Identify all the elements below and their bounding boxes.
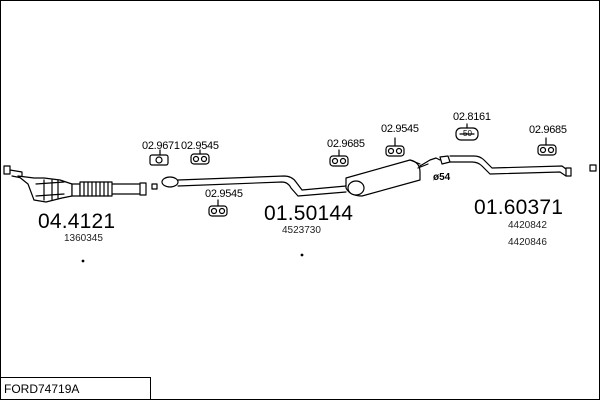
catalytic-converter-icon [17, 175, 81, 203]
part-number-label: 02.9685 [529, 124, 567, 136]
middle-ref-number: 4523730 [282, 225, 321, 236]
part-number-label: 02.9545 [381, 123, 419, 135]
rear-ref-number: 4420842 [508, 220, 547, 231]
middle-pipe-icon [161, 175, 347, 197]
flex-pipe-icon [79, 181, 147, 197]
rubber-mount-5-icon [537, 144, 557, 156]
rubber-mount-2-icon [208, 205, 228, 217]
part-number-label: 02.8161 [453, 111, 491, 123]
rubber-mount-4-icon [385, 145, 405, 157]
footer-code-box: FORD74719A [0, 377, 151, 399]
footer-code: FORD74719A [4, 382, 80, 396]
gasket-02-9671-icon [149, 154, 169, 166]
dot-mark [81, 259, 85, 263]
catalyst-group-number: 04.4121 [38, 210, 116, 233]
small-gasket-icon [151, 183, 158, 190]
clamp-size-label: 50 [463, 129, 472, 138]
rubber-mount-1-icon [190, 153, 210, 165]
catalyst-ref-number: 1360345 [64, 233, 103, 244]
part-number-label: 02.9671 [142, 140, 180, 152]
rear-group-number: 01.60371 [474, 196, 564, 219]
part-number-label: 02.9545 [181, 140, 219, 152]
part-number-label: 02.9545 [205, 188, 243, 200]
middle-group-number: 01.50144 [264, 202, 354, 225]
middle-muffler-icon [345, 157, 441, 197]
rear-ref-number: 4420846 [508, 237, 547, 248]
rubber-mount-3-icon [329, 155, 349, 167]
part-number-label: 02.9685 [327, 138, 365, 150]
dot-mark [300, 253, 304, 257]
front-flange-icon [3, 165, 23, 179]
pipe-diameter-label: ø54 [433, 172, 451, 183]
rear-pipe-icon [439, 155, 597, 177]
